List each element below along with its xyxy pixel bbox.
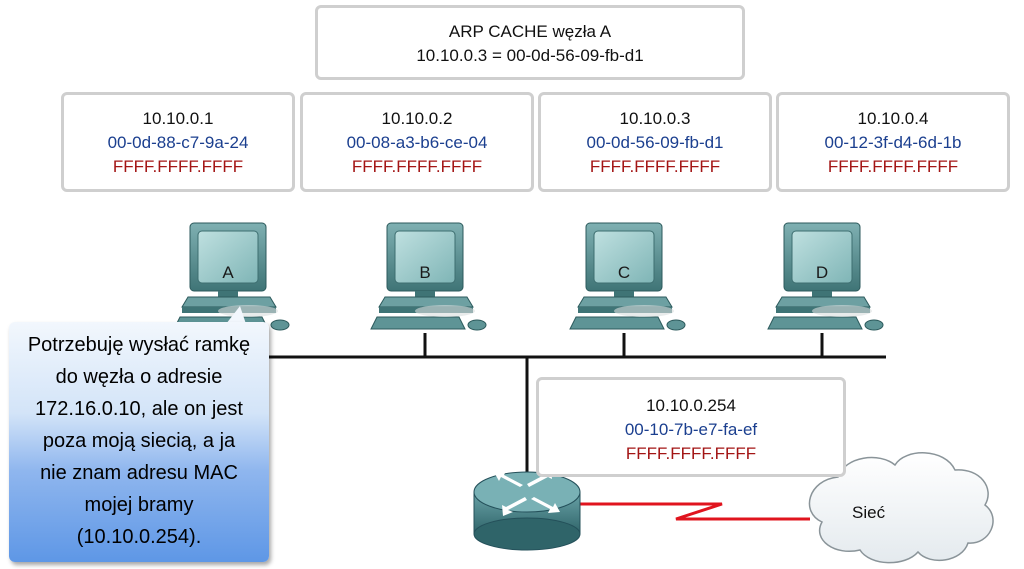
router-address-box: 10.10.0.254 00-10-7b-e7-fa-ef FFFF.FFFF.… [536, 377, 846, 477]
pc-d-label: D [816, 263, 828, 282]
callout-line-7: (10.10.0.254). [76, 526, 202, 548]
arp-cache-entry: 10.10.0.3 = 00-0d-56-09-fb-d1 [416, 46, 644, 65]
callout-line-5: nie znam adresu MAC [40, 462, 238, 484]
arp-cache-title: ARP CACHE węzła A [448, 22, 612, 41]
host-b-mac: 00-08-a3-b6-ce-04 [346, 133, 488, 152]
callout-line-3: 172.16.0.10, ale on jest [35, 398, 243, 420]
host-b-address-box: 10.10.0.2 00-08-a3-b6-ce-04 FFFF.FFFF.FF… [300, 92, 534, 192]
host-c-broadcast: FFFF.FFFF.FFFF [589, 157, 721, 176]
wan-link [578, 502, 810, 521]
host-b-ip: 10.10.0.2 [381, 109, 453, 128]
host-c-ip: 10.10.0.3 [619, 109, 691, 128]
host-d-broadcast: FFFF.FFFF.FFFF [827, 157, 959, 176]
host-b-broadcast: FFFF.FFFF.FFFF [351, 157, 483, 176]
host-c-address-box: 10.10.0.3 00-0d-56-09-fb-d1 FFFF.FFFF.FF… [538, 92, 772, 192]
callout-tail [226, 306, 246, 324]
host-d-address-box: 10.10.0.4 00-12-3f-d4-6d-1b FFFF.FFFF.FF… [776, 92, 1010, 192]
host-d-mac: 00-12-3f-d4-6d-1b [824, 133, 962, 152]
callout-line-6: mojej bramy [84, 494, 194, 516]
host-c-mac: 00-0d-56-09-fb-d1 [586, 133, 724, 152]
router-broadcast: FFFF.FFFF.FFFF [625, 444, 757, 463]
pc-c-label: C [618, 263, 630, 282]
host-a-ip: 10.10.0.1 [142, 109, 214, 128]
callout-line-1: Potrzebuję wysłać ramkę [27, 334, 251, 356]
router-ip: 10.10.0.254 [646, 396, 736, 415]
router-icon [473, 468, 581, 551]
speech-callout: Potrzebuję wysłać ramkę do węzła o adres… [9, 322, 269, 562]
host-a-address-box: 10.10.0.1 00-0d-88-c7-9a-24 FFFF.FFFF.FF… [61, 92, 295, 192]
cloud-icon [808, 452, 994, 564]
pc-a-label: A [222, 263, 234, 282]
host-a-broadcast: FFFF.FFFF.FFFF [112, 157, 244, 176]
callout-line-4: poza moją siecią, a ja [42, 430, 236, 452]
arp-cache-box: ARP CACHE węzła A 10.10.0.3 = 00-0d-56-0… [315, 5, 745, 80]
router-mac: 00-10-7b-e7-fa-ef [624, 420, 758, 439]
cloud-label: Sieć [852, 503, 886, 522]
host-a-mac: 00-0d-88-c7-9a-24 [107, 133, 249, 152]
host-d-ip: 10.10.0.4 [857, 109, 929, 128]
pc-b-label: B [419, 263, 430, 282]
callout-line-2: do węzła o adresie [55, 366, 223, 388]
